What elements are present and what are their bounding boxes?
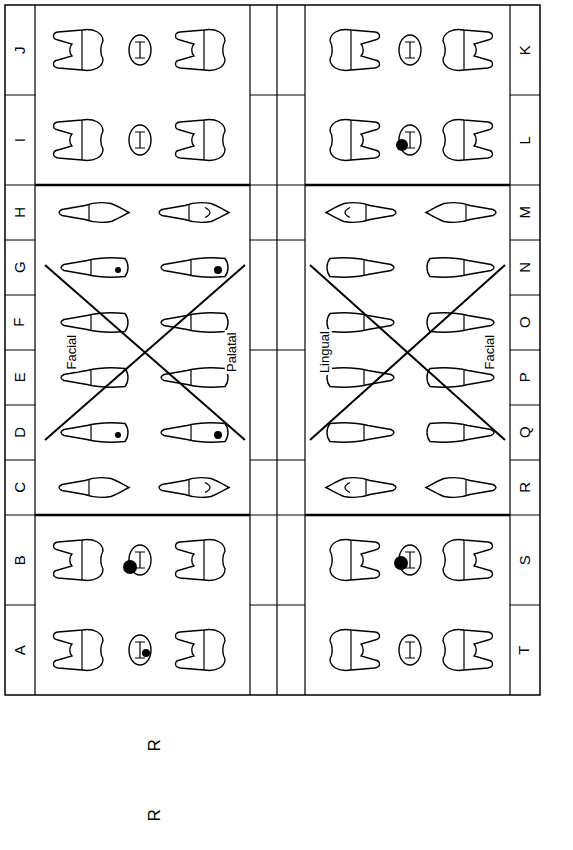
tooth-letter: R bbox=[517, 482, 534, 493]
column-lines bbox=[35, 5, 510, 695]
molar-palatal bbox=[176, 120, 226, 161]
surface-label: Facial bbox=[483, 333, 497, 372]
side-marker: R bbox=[146, 739, 165, 751]
chart-border bbox=[5, 5, 540, 695]
letter-cell-lines bbox=[5, 95, 540, 605]
group-dividers bbox=[35, 185, 510, 515]
caries-mark bbox=[214, 431, 222, 439]
molar-palatal bbox=[176, 630, 226, 671]
middle-cell-lines bbox=[250, 95, 305, 605]
incisor-facial bbox=[61, 423, 128, 443]
tooth-letter: M bbox=[517, 206, 534, 219]
canine-lingual bbox=[326, 478, 396, 498]
incisor-palatal bbox=[161, 368, 228, 388]
incisor-facial bbox=[427, 423, 494, 443]
tooth-letter: P bbox=[517, 372, 534, 382]
incisor-palatal bbox=[161, 423, 228, 443]
canine-facial bbox=[59, 203, 129, 223]
surface-label: Palatal bbox=[225, 330, 239, 374]
caries-mark bbox=[214, 266, 222, 274]
tooth-letter: O bbox=[517, 317, 534, 329]
canine-palatal bbox=[159, 478, 229, 498]
tooth-letter: E bbox=[12, 372, 29, 382]
caries-mark bbox=[394, 556, 408, 570]
tooth-letter: G bbox=[12, 262, 29, 274]
tooth-letter: Q bbox=[517, 427, 534, 439]
tooth-letter: L bbox=[517, 136, 534, 144]
molar-facial bbox=[54, 30, 104, 71]
surface-label: Lingual bbox=[318, 329, 332, 375]
incisor-palatal bbox=[161, 258, 228, 278]
canine-lingual bbox=[326, 203, 396, 223]
tooth-letter: K bbox=[517, 45, 534, 55]
tooth-letter: T bbox=[517, 645, 534, 654]
molar-facial bbox=[54, 120, 104, 161]
molar-lingual bbox=[330, 630, 380, 671]
molar-lingual bbox=[330, 30, 380, 71]
molar-occlusal bbox=[129, 635, 151, 665]
surface-label: Facial bbox=[65, 333, 79, 372]
molar-facial bbox=[443, 30, 493, 71]
tooth-letter: D bbox=[12, 427, 29, 438]
caries-mark bbox=[142, 649, 150, 657]
molar-lingual bbox=[330, 540, 380, 581]
caries-mark bbox=[123, 560, 137, 574]
canine-facial bbox=[59, 478, 129, 498]
side-marker: R bbox=[146, 809, 165, 821]
incisor-lingual bbox=[327, 368, 394, 388]
incisor-lingual bbox=[327, 313, 394, 333]
tooth-letter: I bbox=[12, 138, 29, 142]
molar-facial bbox=[443, 540, 493, 581]
canine-facial bbox=[426, 203, 496, 223]
tooth-letter: J bbox=[12, 46, 29, 54]
surface-cross bbox=[45, 265, 245, 440]
incisor-lingual bbox=[327, 423, 394, 443]
incisor-facial bbox=[427, 258, 494, 278]
molar-palatal bbox=[176, 30, 226, 71]
molar-palatal bbox=[176, 540, 226, 581]
incisor-lingual bbox=[327, 258, 394, 278]
incisor-facial bbox=[61, 258, 128, 278]
molar-facial bbox=[443, 630, 493, 671]
tooth-letter: C bbox=[12, 482, 29, 493]
molar-occlusal bbox=[129, 35, 151, 65]
tooth-letter: H bbox=[12, 207, 29, 218]
molar-lingual bbox=[330, 120, 380, 161]
surface-cross bbox=[310, 265, 505, 440]
molar-facial bbox=[54, 540, 104, 581]
caries-mark bbox=[396, 139, 408, 151]
tooth-letter: A bbox=[12, 645, 29, 655]
tooth-letter: F bbox=[12, 318, 29, 327]
canine-facial bbox=[426, 478, 496, 498]
caries-mark bbox=[115, 432, 121, 438]
molar-facial bbox=[443, 120, 493, 161]
molar-occlusal bbox=[129, 125, 151, 155]
incisor-facial bbox=[427, 313, 494, 333]
tooth-letter: S bbox=[517, 555, 534, 565]
molar-facial bbox=[54, 630, 104, 671]
molar-occlusal bbox=[399, 635, 421, 665]
tooth-letter: N bbox=[517, 262, 534, 273]
tooth-letter: B bbox=[12, 555, 29, 565]
caries-mark bbox=[115, 267, 121, 273]
canine-palatal bbox=[159, 203, 229, 223]
molar-occlusal bbox=[399, 35, 421, 65]
